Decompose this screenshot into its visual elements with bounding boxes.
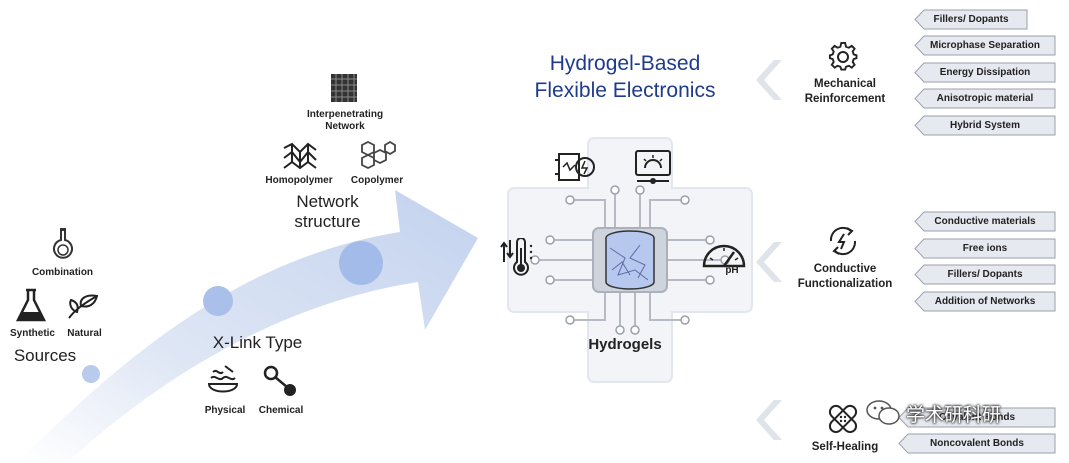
hydrogels-label: Hydrogels [588,336,662,353]
conductive-functionalization-label: Conductive Functionalization [797,263,893,290]
sources-label: Sources [13,346,77,365]
natural-label: Natural [67,328,102,339]
mechanical-item-microphase: Microphase Separation [914,35,1056,56]
copolymer-icon [361,140,396,170]
ph-label: pH [725,265,739,276]
gear-icon [828,42,858,71]
network-structure-label: Network structure [294,192,361,231]
page-title: Hydrogel-Based Flexible Electronics [534,52,716,102]
mechanical-reinforcement-label: Mechanical Reinforcement [804,78,886,105]
interpenetrating-network-icon [331,74,357,102]
conductive-item-fillers: Fillers/ Dopants [914,264,1056,285]
erlenmeyer-flask-icon [15,288,47,322]
bandage-icon [828,404,858,434]
chemical-label: Chemical [258,405,304,416]
interpenetrating-label: Interpenetrating Network [306,109,384,132]
selfhealing-item-covalent: Covalent Bonds [898,407,1056,428]
combination-label: Combination [31,267,94,278]
mechanical-item-hybrid: Hybrid System [914,115,1056,136]
leaf-icon [68,294,99,319]
homopolymer-label: Homopolymer [265,175,333,186]
stage-dot-network [339,241,383,285]
synthetic-label: Synthetic [9,328,55,339]
conductive-cycle-icon [829,226,857,256]
xlink-type-label: X-Link Type [212,333,303,352]
wechat-icon [866,400,900,425]
physical-crosslink-icon [207,365,239,393]
conductive-item-free-ions: Free ions [914,238,1056,259]
flask-icon [53,228,73,259]
conductive-item-materials: Conductive materials [914,211,1056,232]
selfhealing-item-noncovalent: Noncovalent Bonds [898,433,1056,454]
homopolymer-icon [283,142,317,170]
chevron-left-icon [756,242,782,282]
battery-sensor-icon [555,153,595,181]
copolymer-label: Copolymer [350,175,404,186]
temperature-sensor-icon [500,238,533,276]
physical-label: Physical [204,405,246,416]
watermark: 学术研科研 [866,398,1001,428]
mechanical-item-fillers: Fillers/ Dopants [914,9,1028,30]
stage-dot-xlink [203,286,233,316]
mechanical-item-anisotropic: Anisotropic material [914,88,1056,109]
light-sensor-icon [635,150,671,184]
stage-dot-sources [82,365,100,383]
self-healing-label: Self-Healing [811,441,879,453]
chevron-left-icon [756,400,782,440]
chevron-left-icon [756,60,782,100]
ph-gauge-icon [702,244,746,268]
conductive-item-networks: Addition of Networks [914,291,1056,312]
chemical-bond-icon [263,365,296,396]
hydrogel-circuit-diagram [507,137,753,383]
mechanical-item-energy: Energy Dissipation [914,62,1056,83]
